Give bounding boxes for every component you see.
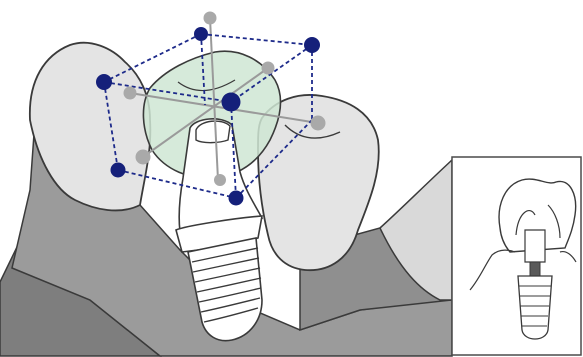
- blue-vertex: [194, 27, 208, 41]
- grey-vertex: [262, 62, 275, 75]
- grey-vertex: [204, 12, 217, 25]
- blue-vertex: [111, 163, 126, 178]
- grey-vertex: [311, 116, 326, 131]
- inset-cross-section: [452, 157, 581, 355]
- blue-vertex: [222, 93, 241, 112]
- grey-vertex: [136, 150, 151, 165]
- blue-vertex: [229, 191, 244, 206]
- inset-implant: [518, 276, 552, 339]
- blue-vertex: [304, 37, 320, 53]
- grey-vertex: [124, 87, 137, 100]
- box-edge: [201, 34, 312, 45]
- grey-vertex: [214, 174, 226, 186]
- inset-abutment: [525, 230, 545, 262]
- inset-screw-core: [530, 262, 540, 276]
- blue-vertex: [96, 74, 112, 90]
- abutment-top: [196, 121, 230, 143]
